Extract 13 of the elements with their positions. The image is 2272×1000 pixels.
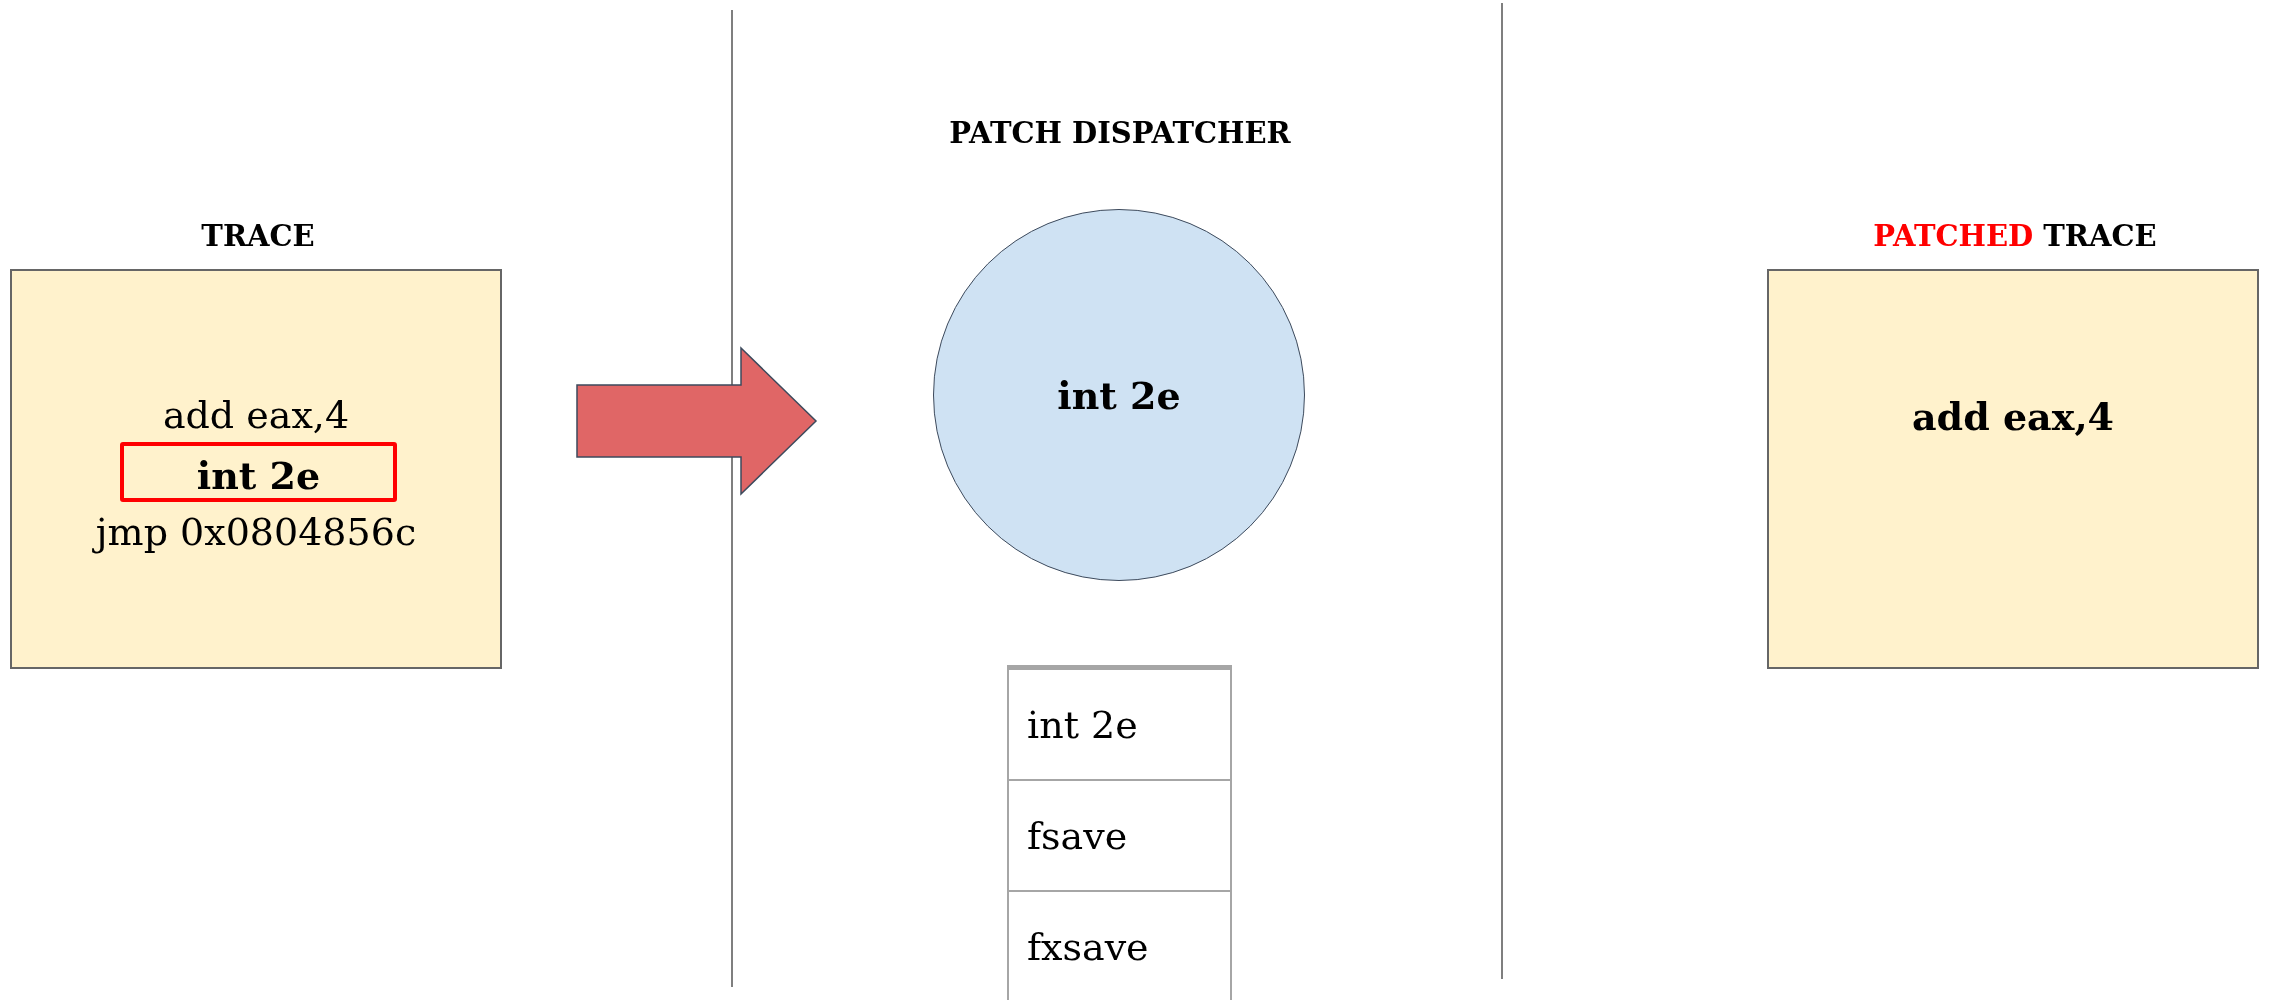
table-cell: fxsave xyxy=(1007,892,1232,1000)
instruction-text: add eax,4 xyxy=(1911,398,2115,436)
column-heading: PATCH DISPATCHER xyxy=(949,118,1291,148)
panel-heading: TRACE xyxy=(2043,219,2157,253)
panel-heading: TRACE xyxy=(201,219,315,253)
instruction-text: int 2e xyxy=(196,457,321,495)
instruction-text: int 2e xyxy=(1057,377,1181,415)
block-arrow xyxy=(576,346,818,496)
highlight-box xyxy=(120,442,397,502)
instruction-text: add eax,4 xyxy=(162,396,350,434)
table-cell: int 2e xyxy=(1007,670,1232,781)
panel-heading: PATCHED xyxy=(1873,219,2034,253)
table-cell: fsave xyxy=(1007,781,1232,892)
